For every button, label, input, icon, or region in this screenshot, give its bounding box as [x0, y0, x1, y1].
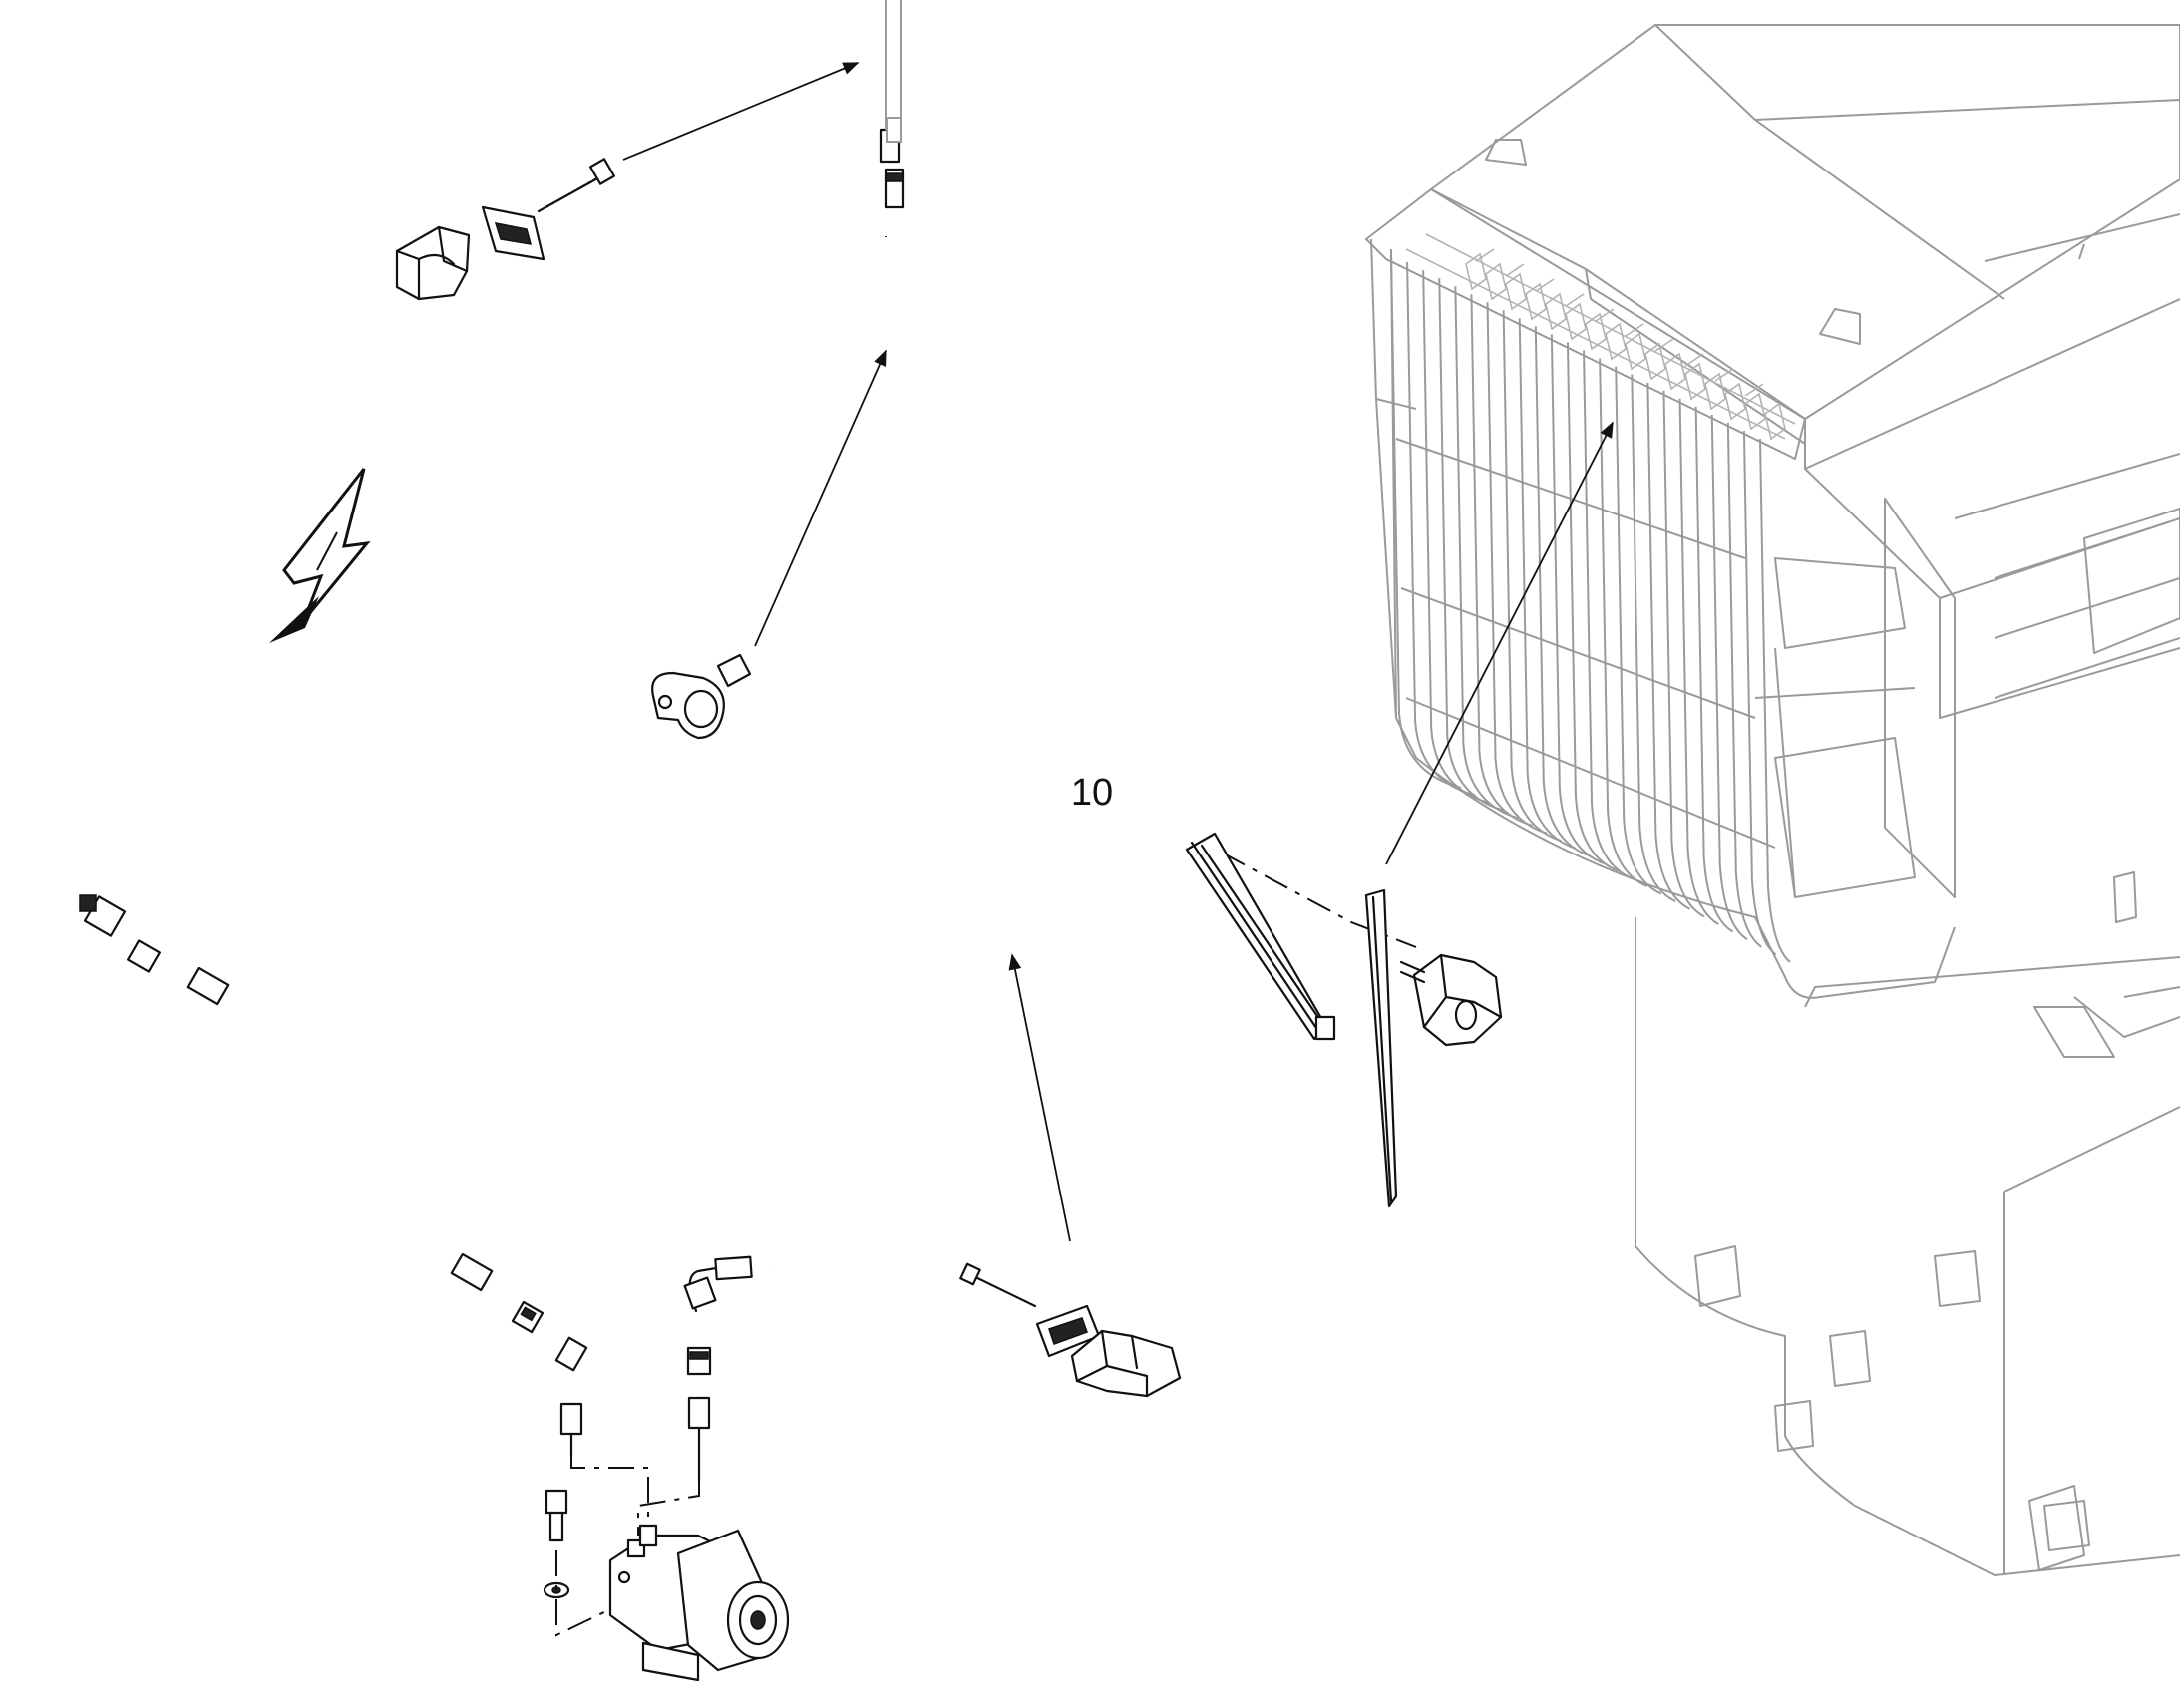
cage-top-slot [1545, 292, 1567, 331]
cage-top-slot [1764, 402, 1786, 441]
cage-top-slot [1724, 382, 1746, 421]
left-hose [79, 894, 588, 1458]
cage-top-slot [1505, 272, 1527, 311]
cage-bar [1631, 374, 1676, 903]
cage-top-slot [1625, 332, 1646, 371]
centerline-main-fitting [637, 1481, 700, 1536]
left-pipe-adapter [559, 1402, 583, 1436]
cage-top-slot [1644, 342, 1666, 381]
hose-clip-screw [716, 653, 752, 688]
leader-arrow-bracket-to-hose [1008, 953, 1071, 1242]
pump-mounting-screw [543, 1489, 570, 1599]
cage-top-slot [1585, 312, 1607, 351]
lightning-bolt-icon [269, 468, 371, 643]
main-hose [724, 0, 1010, 1269]
cage-bar [1470, 294, 1534, 827]
cage-bar [1486, 302, 1548, 835]
callout-number: 10 [1071, 772, 1113, 814]
cage-bar [1566, 342, 1620, 872]
cage-bar [1759, 438, 1791, 963]
wiper-assembly [1185, 832, 1503, 1208]
cage-bar [1615, 366, 1662, 895]
cage-top-slot [1465, 252, 1487, 291]
centerline-pump-screw [555, 1550, 609, 1637]
cage-top-slot [1704, 372, 1726, 411]
leader-arrow-wiper-to-cage [1385, 421, 1614, 865]
cage-bar [1534, 326, 1591, 857]
cage-top-slot [1605, 322, 1627, 361]
cage-bar [1518, 318, 1577, 850]
assembly-center-lines [555, 852, 1417, 1637]
pump-outlet-port [638, 1524, 658, 1547]
centerline-wiper-arm [1221, 852, 1417, 948]
cage-top-slot [1485, 262, 1507, 301]
pump-mounting-foot [641, 1641, 700, 1682]
cage-bar [1502, 310, 1562, 843]
washer-pump-motor [608, 1524, 790, 1682]
cage-bar [1694, 406, 1734, 933]
cage-bar [1678, 398, 1719, 925]
radiator-guard-cage [1390, 252, 1791, 963]
cage-bar [1550, 334, 1605, 865]
leader-arrow-bolt-to-hose-top [622, 62, 860, 161]
cage-bar [1583, 350, 1634, 880]
cage-top-slot [1565, 302, 1587, 341]
cage-top-slot [1664, 352, 1686, 391]
leader-arrow-clamp-to-hose [754, 349, 887, 647]
upper-split-clamp [395, 225, 471, 301]
cage-bar [1390, 253, 1462, 789]
cab-housing-outline [1365, 24, 2180, 1576]
leader-arrows [622, 62, 1614, 1242]
pipe-fitting-adapter [687, 1396, 711, 1430]
cage-top-slot [1744, 392, 1766, 431]
lower-hose-elbow [683, 1255, 753, 1483]
lower-clamp-assembly [959, 1262, 1182, 1398]
cage-bar [1599, 358, 1647, 887]
centerline-left-fitting [570, 1456, 649, 1526]
lower-bolt-head [959, 1262, 981, 1286]
cage-bar [1710, 414, 1748, 941]
cage-bar [1646, 382, 1691, 910]
lower-split-clamp [1070, 1329, 1182, 1398]
hose-clip [651, 653, 752, 740]
cage-bar [1726, 422, 1762, 948]
upper-bolt-head [588, 158, 616, 185]
cage-bar [1454, 286, 1519, 820]
cage-top-slot [1684, 362, 1706, 401]
wiper-arm-hub [1314, 1015, 1336, 1041]
cage-top-slot [1525, 282, 1547, 321]
cage-bar [1662, 390, 1705, 918]
upper-clamp-assembly [395, 158, 616, 301]
cage-bar [1742, 430, 1777, 956]
